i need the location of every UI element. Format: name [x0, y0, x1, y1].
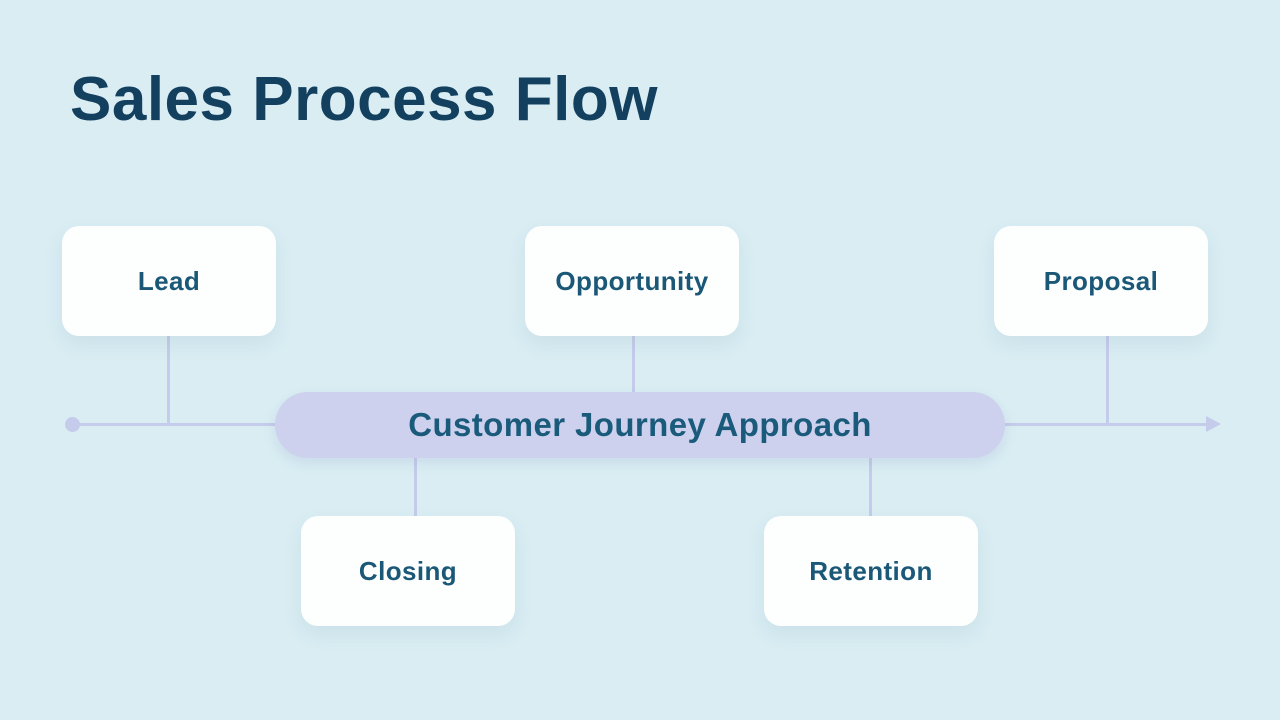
timeline-start-dot-icon — [65, 417, 80, 432]
connector-opportunity — [632, 336, 635, 392]
node-closing-label: Closing — [358, 555, 458, 586]
node-proposal-label: Proposal — [1043, 265, 1159, 296]
node-retention: Retention — [764, 516, 978, 626]
page-title: Sales Process Flow — [70, 65, 658, 134]
node-lead-label: Lead — [137, 265, 201, 296]
connector-proposal — [1106, 336, 1109, 425]
connector-lead — [167, 336, 170, 425]
center-pill: Customer Journey Approach — [275, 392, 1005, 458]
node-opportunity: Opportunity — [525, 226, 739, 336]
center-pill-label: Customer Journey Approach — [408, 406, 872, 443]
arrow-right-icon — [1206, 416, 1221, 432]
connector-closing — [414, 458, 417, 516]
node-closing: Closing — [301, 516, 515, 626]
connector-retention — [869, 458, 872, 516]
node-proposal: Proposal — [994, 226, 1208, 336]
node-lead: Lead — [62, 226, 276, 336]
node-opportunity-label: Opportunity — [555, 265, 709, 296]
node-retention-label: Retention — [809, 555, 933, 586]
